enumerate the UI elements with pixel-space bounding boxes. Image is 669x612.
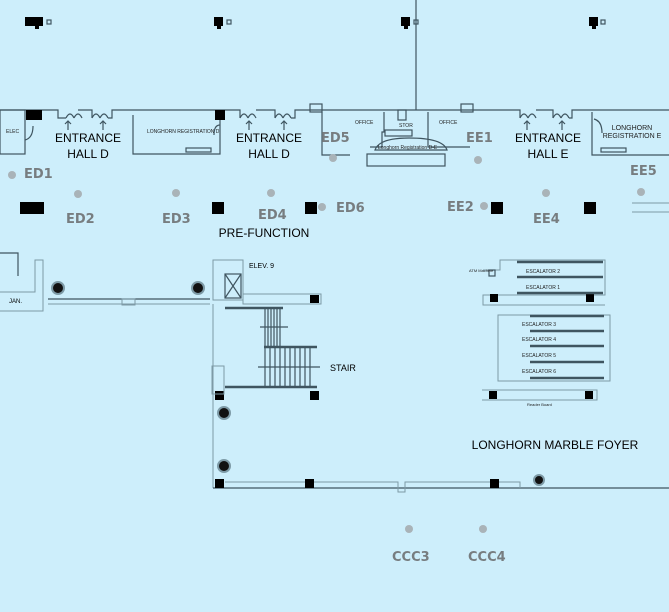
stair-label: STAIR xyxy=(330,363,356,373)
marker-label-ee2[interactable]: EE2 xyxy=(447,200,474,215)
marker-dot-ed6[interactable] xyxy=(318,203,326,211)
marker-dot-ed1[interactable] xyxy=(8,171,16,179)
office-label: OFFICE xyxy=(355,120,374,126)
entrance-hall-e-label: ENTRANCE xyxy=(515,131,581,145)
office-label: OFFICE xyxy=(439,120,458,126)
marker-label-ccc3[interactable]: CCC3 xyxy=(392,550,430,565)
registration-de-desk xyxy=(374,137,448,151)
marker-dot-ed2[interactable] xyxy=(74,190,82,198)
marker-dot-ccc3[interactable] xyxy=(405,525,413,533)
reader-board-label: Reader Board xyxy=(527,402,552,407)
janitor-room xyxy=(0,252,19,276)
stair-treads xyxy=(258,308,320,388)
marker-label-ed4[interactable]: ED4 xyxy=(258,208,287,223)
light-post-icons xyxy=(25,17,606,29)
elec-room xyxy=(0,109,26,155)
marker-label-ed1[interactable]: ED1 xyxy=(24,167,53,182)
registration-e-label: LONGHORN REGISTRATION E xyxy=(602,125,662,140)
north-wall xyxy=(0,109,669,119)
escalator-label: ESCALATOR 1 xyxy=(526,285,560,291)
atm-label: ATM Machine xyxy=(469,268,494,273)
marker-dot-ee2[interactable] xyxy=(480,202,488,210)
marker-label-ed3[interactable]: ED3 xyxy=(162,212,191,227)
entrance-arrow-icons xyxy=(64,120,566,130)
marker-dot-ee5[interactable] xyxy=(637,188,645,196)
marker-label-ee5[interactable]: EE5 xyxy=(630,164,657,179)
marker-label-ed2[interactable]: ED2 xyxy=(66,212,95,227)
office-right xyxy=(427,112,470,148)
elec-label: ELEC xyxy=(6,129,19,135)
entrance-hall-d-label: ENTRANCE xyxy=(55,131,121,145)
marker-label-ee4[interactable]: EE4 xyxy=(533,212,560,227)
escalator-bank xyxy=(482,259,611,401)
registration-de-label: Longhorn Registration D-E xyxy=(378,145,438,151)
office-left xyxy=(321,112,350,156)
pre-function-label: PRE-FUNCTION xyxy=(219,226,310,240)
registration-d-label: LONGHORN REGISTRATION D xyxy=(147,129,220,135)
marker-label-ed6[interactable]: ED6 xyxy=(336,201,365,216)
location-markers[interactable]: ED1 ED2 ED3 ED4 ED5 ED6 EE1 EE2 EE4 EE5 … xyxy=(8,131,657,565)
escalator-label: ESCALATOR 2 xyxy=(526,269,560,275)
stor-label: STOR xyxy=(399,123,413,129)
entrance-hall-d-label: ENTRANCE xyxy=(236,131,302,145)
column-round-icons xyxy=(51,281,545,486)
room-labels: ELEC LONGHORN REGISTRATION D OFFICE STOR… xyxy=(6,120,560,407)
area-labels: ENTRANCE HALL D ENTRANCE HALL D ENTRANCE… xyxy=(9,131,639,452)
entrance-hall-e-label: HALL E xyxy=(528,147,569,161)
marker-label-ee1[interactable]: EE1 xyxy=(466,131,493,146)
escalator-label: ESCALATOR 4 xyxy=(522,337,556,343)
marker-dot-ee1[interactable] xyxy=(474,156,482,164)
marker-dot-ee4[interactable] xyxy=(542,189,550,197)
marker-dot-ccc4[interactable] xyxy=(479,525,487,533)
marker-label-ed5[interactable]: ED5 xyxy=(321,131,350,146)
janitor-label: JAN. xyxy=(9,299,22,305)
marker-dot-ed5[interactable] xyxy=(329,154,337,162)
entrance-hall-d-label: HALL D xyxy=(67,147,109,161)
registration-d-room xyxy=(132,115,221,155)
elevator-shaft xyxy=(212,259,244,301)
entrance-hall-d-label: HALL D xyxy=(248,147,290,161)
foyer-label: LONGHORN MARBLE FOYER xyxy=(472,438,639,452)
stor-room xyxy=(384,129,413,137)
marker-label-ccc4[interactable]: CCC4 xyxy=(468,550,506,565)
elevator-label: ELEV. 9 xyxy=(249,263,274,270)
escalator-label: ESCALATOR 5 xyxy=(522,353,556,359)
escalator-label: ESCALATOR 3 xyxy=(522,322,556,328)
marker-dot-ed3[interactable] xyxy=(172,189,180,197)
marker-dot-ed4[interactable] xyxy=(267,189,275,197)
escalator-label: ESCALATOR 6 xyxy=(522,369,556,375)
registration-e-room xyxy=(591,112,669,156)
